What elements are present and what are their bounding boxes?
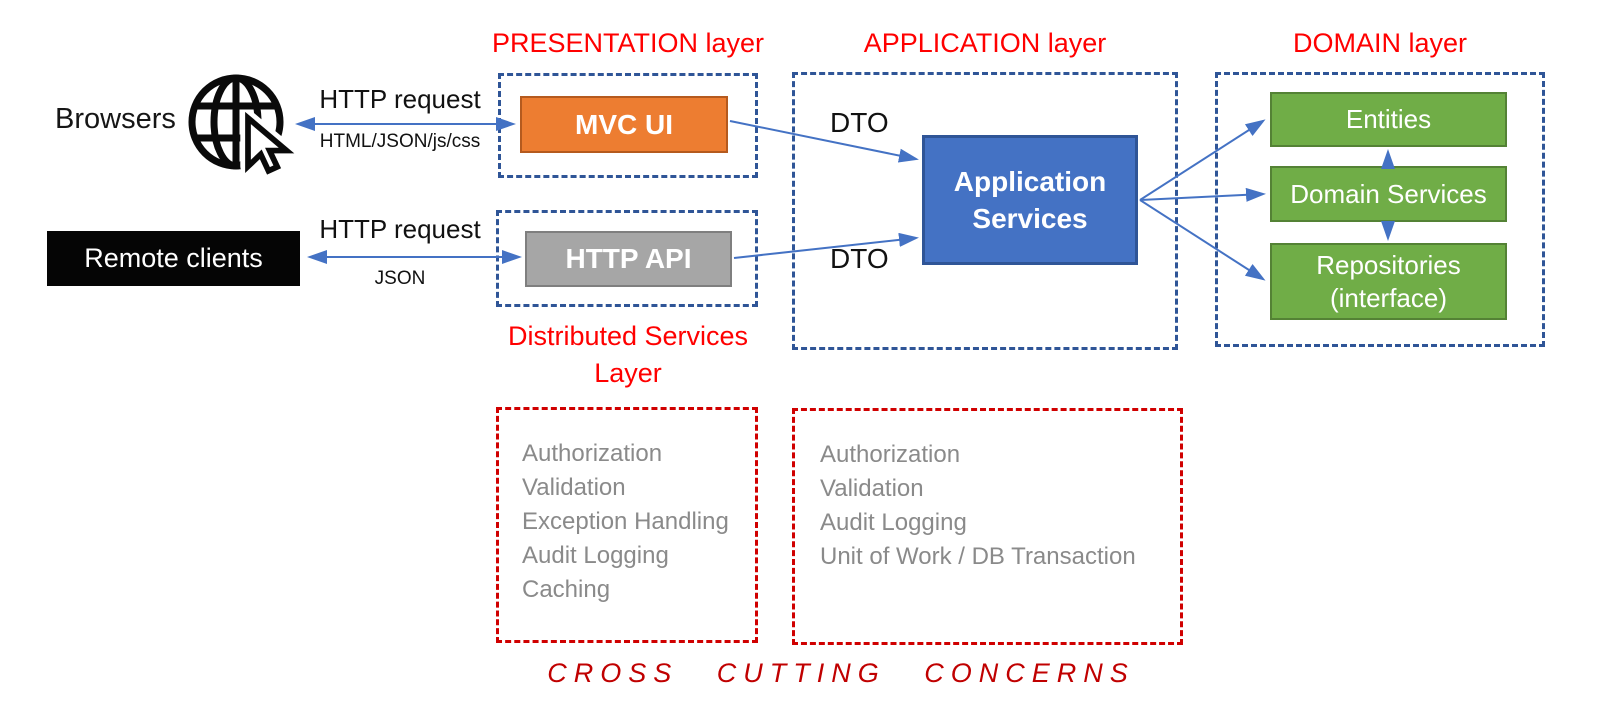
concern-item: Caching: [522, 576, 611, 603]
remote-arrow-top-label: HTTP request: [319, 214, 481, 244]
repositories-label: Repositories (interface): [1316, 249, 1461, 313]
concern-item: Audit Logging: [522, 542, 669, 569]
concern-item: Validation: [820, 475, 924, 502]
cross-cutting-title: CROSS CUTTING CONCERNS: [547, 658, 1135, 688]
concern-item: Validation: [522, 474, 626, 501]
browsers-label: Browsers: [55, 103, 176, 135]
browser-globe-icon: [188, 74, 295, 179]
distributed-title-line2: Layer: [594, 358, 662, 388]
domain-services-label: Domain Services: [1290, 178, 1487, 209]
application-services-box: Application Services: [922, 135, 1138, 265]
remote-clients-label: Remote clients: [84, 243, 263, 273]
dto-bottom-label: DTO: [830, 243, 889, 274]
application-services-line2: Services: [972, 203, 1088, 234]
distributed-services-layer-title: Distributed Services Layer: [488, 318, 768, 392]
browser-arrow-bottom-label: HTML/JSON/js/css: [319, 131, 481, 152]
entities-box: Entities: [1270, 92, 1507, 147]
browser-arrow-top-label: HTTP request: [319, 84, 481, 114]
application-services-line1: Application: [953, 166, 1107, 197]
http-api-box: HTTP API: [525, 231, 732, 287]
concern-item: Unit of Work / DB Transaction: [820, 543, 1136, 570]
remote-clients-box: Remote clients: [47, 231, 300, 286]
distributed-concerns-frame: [496, 407, 758, 643]
entities-label: Entities: [1345, 104, 1432, 134]
concern-item: Authorization: [820, 441, 961, 468]
remote-arrow-bottom-label: JSON: [374, 268, 426, 289]
mvc-ui-label: MVC UI: [575, 108, 673, 140]
mvc-ui-box: MVC UI: [520, 96, 728, 153]
repositories-box: Repositories (interface): [1270, 243, 1507, 320]
domain-layer-title: DOMAIN layer: [1292, 28, 1468, 58]
http-api-label: HTTP API: [565, 243, 692, 274]
concern-item: Audit Logging: [820, 509, 967, 536]
concern-item: Exception Handling: [522, 508, 729, 535]
distributed-title-line1: Distributed Services: [507, 321, 749, 351]
domain-services-box: Domain Services: [1270, 166, 1507, 222]
dto-top-label: DTO: [830, 107, 889, 138]
concern-item: Authorization: [522, 440, 663, 467]
cursor-icon: [240, 110, 295, 179]
presentation-layer-title: PRESENTATION layer: [491, 28, 765, 58]
application-concerns-frame: [792, 408, 1183, 645]
application-layer-title: APPLICATION layer: [863, 28, 1107, 58]
